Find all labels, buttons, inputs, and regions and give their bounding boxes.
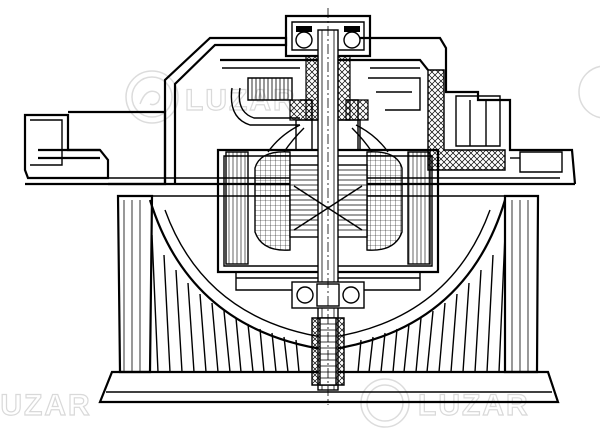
watermark-brand-bottom-left: LUZAR [0, 389, 92, 422]
watermark-brand-bottom-right: LUZAR [418, 389, 530, 422]
magnet-left [225, 151, 249, 265]
luzar-lion-logo-icon [125, 70, 179, 124]
armature-winding-left [254, 151, 291, 251]
luzar-lion-logo-icon [578, 65, 600, 119]
top-bearing-icon [295, 26, 361, 49]
section-cross-mark [293, 185, 363, 231]
fan-blades [123, 200, 529, 373]
armature-winding-right [366, 151, 403, 251]
motor-shaft [284, 8, 372, 405]
magnet-right [407, 151, 431, 265]
